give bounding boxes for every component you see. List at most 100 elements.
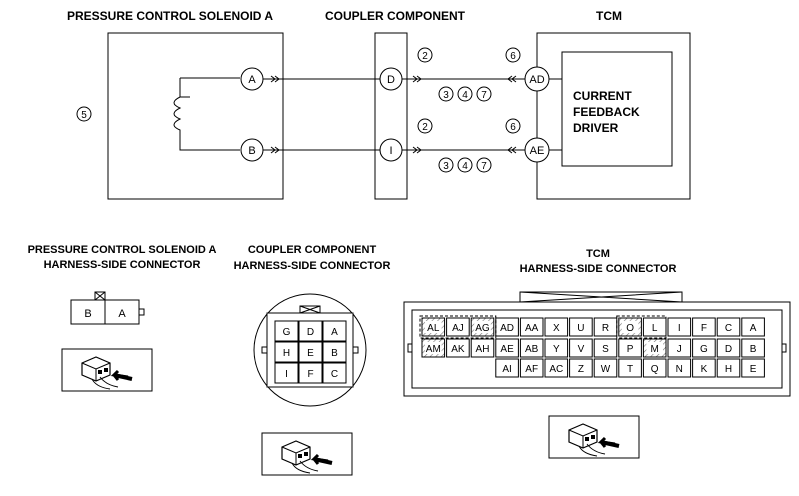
- tcm-pin-cell: [569, 358, 593, 378]
- coupler-pin-label: C: [331, 369, 338, 380]
- tcm-pin-label: I: [678, 323, 681, 334]
- coupler-title: COUPLER COMPONENT: [325, 9, 466, 23]
- coupler-pin-cell: [322, 341, 347, 363]
- tcm-pin-cell: [716, 338, 741, 358]
- coupler-pin-cell: [274, 320, 299, 342]
- coupler-pin-label: E: [307, 348, 314, 359]
- driver-label-3: DRIVER: [573, 121, 619, 135]
- tcm-pin-label: M: [651, 344, 659, 355]
- wires: [263, 78, 562, 151]
- tcm-pin-cell: [692, 338, 716, 358]
- circled-numbers: 5 2 6 3 4 7 2 6 3 4 7: [76, 47, 521, 173]
- circled-7-bottom: 7: [481, 161, 487, 172]
- coupler-pin-label: G: [283, 327, 291, 338]
- circled-4-top: 4: [462, 90, 468, 101]
- tcm-terminal-ad-label: AD: [529, 74, 544, 86]
- coupler-pin-label: A: [331, 327, 338, 338]
- tcm-pin-label: AI: [502, 364, 511, 375]
- coupler-pin-cell: [322, 320, 347, 342]
- circled-7-top: 7: [481, 90, 487, 101]
- tcm-pin-label: Z: [578, 364, 584, 375]
- coupler-pin-cell: [322, 362, 347, 384]
- tcm-pin-label: AF: [525, 364, 538, 375]
- coupler-box: [374, 32, 408, 200]
- circled-6-top: 6: [510, 51, 516, 62]
- solenoid-connector: [70, 291, 145, 325]
- tcm-pin-label: G: [700, 344, 708, 355]
- plug-icon: [60, 347, 154, 393]
- tcm-conn-title-1: TCM: [586, 248, 610, 260]
- tcm-pin-label: V: [578, 344, 585, 355]
- solenoid-conn-pin-b: B: [84, 308, 91, 320]
- tcm-pin-label: P: [627, 344, 634, 355]
- solenoid-box: [107, 32, 284, 200]
- solenoid-title: PRESSURE CONTROL SOLENOID A: [67, 9, 273, 23]
- tcm-pin-label: W: [601, 364, 611, 375]
- tcm-pin-label: U: [577, 323, 584, 334]
- tcm-pin-cell: [544, 317, 569, 337]
- coupler-pin-label: F: [307, 369, 313, 380]
- coil-icon: [173, 77, 240, 151]
- driver-box: [561, 51, 673, 167]
- circled-3-bottom: 3: [443, 161, 449, 172]
- tcm-pin-cell: [692, 317, 716, 337]
- coupler-terminal-d-label: D: [387, 74, 395, 86]
- tcm-pin-label: AK: [451, 344, 465, 355]
- tcm-pin-label: AC: [549, 364, 563, 375]
- solenoid-conn-title-1: PRESSURE CONTROL SOLENOID A: [28, 244, 217, 256]
- tcm-pin-cell-inner: [425, 342, 442, 354]
- tcm-pin-cell: [544, 358, 569, 378]
- tcm-pin-cell: [470, 338, 495, 358]
- tcm-pin-label: AJ: [452, 323, 464, 334]
- coupler-pin-cell: [298, 362, 323, 384]
- tcm-pin-cell: [569, 338, 593, 358]
- tcm-pin-label: K: [701, 364, 708, 375]
- tcm-pin-cell: [446, 338, 470, 358]
- tcm-pin-label: E: [750, 364, 757, 375]
- tcm-group-outline: [616, 315, 667, 339]
- coupler-pin-cell: [274, 341, 299, 363]
- tcm-pin-label: D: [725, 344, 732, 355]
- tcm-pin-cell-inner: [425, 321, 442, 333]
- plug-icon: [260, 431, 354, 477]
- plug-icon: [547, 414, 641, 460]
- coupler-pin-label: I: [285, 369, 288, 380]
- circled-2-bottom: 2: [422, 122, 428, 133]
- solenoid-terminal-b-label: B: [248, 145, 255, 157]
- tcm-title: TCM: [596, 9, 622, 23]
- connector-arrows: [270, 75, 517, 154]
- tcm-pin-label: A: [750, 323, 757, 334]
- tcm-pin-label: B: [750, 344, 757, 355]
- tcm-pin-label: AG: [475, 323, 490, 334]
- coupler-terminal-i-label: I: [389, 145, 392, 157]
- tcm-pin-cell: [593, 338, 618, 358]
- tcm-pin-cell: [544, 338, 569, 358]
- tcm-pin-cell: [446, 317, 470, 337]
- coupler-pin-label: H: [283, 348, 290, 359]
- tcm-pin-label: AE: [500, 344, 514, 355]
- tcm-pin-cell-inner: [621, 321, 639, 333]
- tcm-pin-label: AB: [525, 344, 539, 355]
- solenoid-conn-title-2: HARNESS-SIDE CONNECTOR: [44, 259, 201, 271]
- circled-6-bottom: 6: [510, 122, 516, 133]
- tcm-pin-label: AH: [476, 344, 490, 355]
- solenoid-conn-pin-a: A: [118, 308, 126, 320]
- tcm-pin-cell: [741, 338, 765, 358]
- tcm-pin-cell-inner: [474, 321, 491, 333]
- tcm-pin-label: S: [602, 344, 609, 355]
- driver-label-2: FEEDBACK: [573, 105, 640, 119]
- tcm-pin-cell: [519, 317, 544, 337]
- coupler-pin-cell: [298, 320, 323, 342]
- circled-2-top: 2: [422, 51, 428, 62]
- tcm-pin-cell: [741, 358, 765, 378]
- tcm-pin-cell: [593, 358, 618, 378]
- tcm-pin-cell: [569, 317, 593, 337]
- tcm-pin-label: X: [553, 323, 560, 334]
- tcm-pin-label: O: [626, 323, 634, 334]
- tcm-pin-cell-inner: [646, 342, 663, 354]
- tcm-pin-cell: [642, 358, 667, 378]
- tcm-pin-label: AL: [427, 323, 440, 334]
- tcm-pin-label: N: [676, 364, 683, 375]
- driver-label-1: CURRENT: [573, 89, 632, 103]
